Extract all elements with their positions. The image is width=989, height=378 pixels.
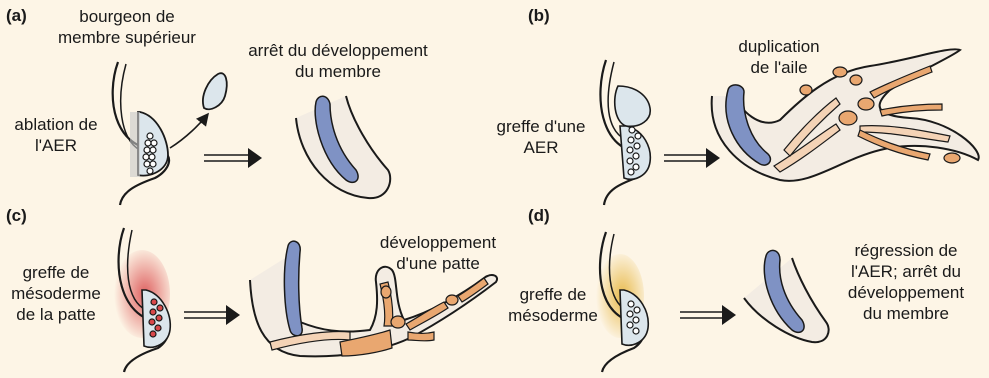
- panel-c-result-label-line1: développement: [362, 232, 514, 253]
- panel-d-result-label-line3: développement: [836, 282, 976, 303]
- panel-d-result-label-line2: l'AER; arrêt du: [836, 261, 976, 282]
- panel-a-arrow: [204, 148, 262, 168]
- panel-c-result-label: développement d'une patte: [362, 232, 514, 274]
- panel-a-left-label-line1: ablation de: [0, 114, 112, 135]
- panel-a-bud-label: bourgeon de membre supérieur: [42, 6, 212, 48]
- panel-d-result-label-line4: du membre: [836, 303, 976, 324]
- panel-b-result-label-line2: de l'aile: [724, 57, 834, 78]
- panel-b-result-label: duplication de l'aile: [724, 36, 834, 78]
- panel-d-left-label-line2: mésoderme: [498, 305, 608, 326]
- panel-a-art: [113, 62, 391, 205]
- panel-b-tag: (b): [528, 6, 550, 26]
- panel-d-tag: (d): [528, 206, 550, 226]
- panel-a-left-label-line2: l'AER: [0, 135, 112, 156]
- panel-a-tag: (a): [6, 6, 27, 26]
- panel-c-left-label-line2: mésoderme: [0, 283, 112, 304]
- panel-b-result-label-line1: duplication: [724, 36, 834, 57]
- panel-c-left-label: greffe de mésoderme de la patte: [0, 262, 112, 325]
- panel-b-left-label-line1: greffe d'une: [486, 116, 596, 137]
- panel-a-result-label-line1: arrêt du développement: [238, 40, 438, 61]
- panel-c-left-label-line1: greffe de: [0, 262, 112, 283]
- panel-a-bud-label-line2: membre supérieur: [42, 27, 212, 48]
- panel-d-result-label-line1: régression de: [836, 240, 976, 261]
- panel-a-left-label: ablation de l'AER: [0, 114, 112, 156]
- panel-d-left-label-line1: greffe de: [498, 284, 608, 305]
- panel-a-truncated-limb: [296, 96, 390, 198]
- panel-a-result-label-line2: du membre: [238, 61, 438, 82]
- panel-a-removed-aer: [203, 73, 227, 109]
- panel-a-result-label: arrêt du développement du membre: [238, 40, 438, 82]
- panel-b-left-label-line2: AER: [486, 137, 596, 158]
- panel-b-grafted-aer: [615, 86, 650, 126]
- panel-d-arrow: [680, 305, 736, 325]
- panel-c-arrow: [184, 305, 240, 325]
- panel-a-bud-label-line1: bourgeon de: [42, 6, 212, 27]
- panel-c-left-label-line3: de la patte: [0, 304, 112, 325]
- panel-c-result-label-line2: d'une patte: [362, 253, 514, 274]
- panel-c-tag: (c): [6, 206, 27, 226]
- panel-d-left-label: greffe de mésoderme: [498, 284, 608, 326]
- panel-b-arrow: [664, 148, 720, 168]
- panel-d-result-label: régression de l'AER; arrêt du développem…: [836, 240, 976, 324]
- panel-b-left-label: greffe d'une AER: [486, 116, 596, 158]
- panel-d-art: [596, 232, 829, 372]
